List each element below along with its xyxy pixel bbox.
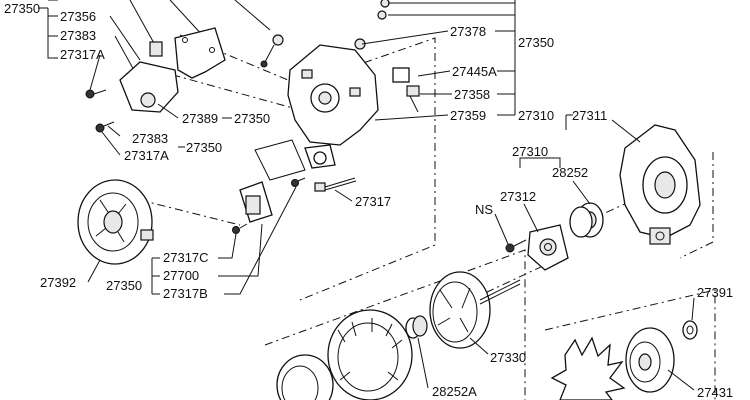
bracket-27350-tr <box>388 0 516 115</box>
boundary-pulley-group <box>544 289 716 400</box>
leader <box>469 337 489 355</box>
leader <box>89 54 101 91</box>
callout-28252A: 28252A <box>432 384 477 399</box>
leader <box>107 125 121 137</box>
leader <box>611 119 641 143</box>
callout-27310-b: 27310 <box>512 144 548 159</box>
callout-27378: 27378 <box>450 24 486 39</box>
rotor-27330 <box>429 271 521 349</box>
callout-27350-low: 27350 <box>106 278 142 293</box>
retainer-plate-27312 <box>527 224 569 271</box>
centerline-brush <box>154 69 301 111</box>
leader <box>334 189 353 202</box>
brush-holder-boss <box>140 92 156 108</box>
leader <box>494 213 509 245</box>
connector-27445A <box>392 67 420 113</box>
fan-part <box>550 336 626 400</box>
leader <box>691 297 695 321</box>
callout-27312: 27312 <box>500 189 536 204</box>
nut-27378 <box>354 0 390 50</box>
leader <box>218 233 237 259</box>
callout-27358: 27358 <box>454 87 490 102</box>
callout-27391: 27391 <box>697 285 733 300</box>
leader <box>101 131 121 156</box>
rear-housing-part <box>287 44 379 169</box>
callout-27330: 27330 <box>490 350 526 365</box>
screw-27317A-top <box>85 89 107 99</box>
callout-27317A-a: 27317A <box>60 47 105 62</box>
nut-27391 <box>682 320 698 340</box>
leader <box>218 223 263 277</box>
bearing-28252A <box>405 315 428 339</box>
rear-cover-27392 <box>77 179 154 265</box>
brush-cover-plate <box>174 27 226 79</box>
front-housing-27311 <box>619 124 701 245</box>
leader <box>157 103 179 119</box>
leader <box>374 114 449 121</box>
callout-27317B: 27317B <box>163 286 208 301</box>
leader <box>114 35 136 73</box>
centerline-cover <box>139 199 241 226</box>
callout-27359: 27359 <box>450 108 486 123</box>
leader <box>361 30 449 45</box>
centerline-rotor <box>469 257 561 301</box>
stator-part <box>327 309 413 400</box>
callout-NS: NS <box>475 202 493 217</box>
bearing-28252 <box>569 202 604 238</box>
callout-27317: 27317 <box>355 194 391 209</box>
screw-top-center <box>260 34 284 68</box>
brush-part <box>149 41 163 57</box>
boundary-stator-group <box>264 249 526 400</box>
brush-holder-part <box>119 61 179 113</box>
callout-27350-389: 27350 <box>234 111 270 126</box>
callout-27389: 27389 <box>182 111 218 126</box>
bolt-27317 <box>314 177 357 192</box>
callout-27392: 27392 <box>40 275 76 290</box>
boundary-rear-housing <box>179 34 436 301</box>
pulley-27431 <box>625 327 675 393</box>
callout-27350-mid: 27350 <box>186 140 222 155</box>
voltage-regulator-27700 <box>239 181 273 223</box>
bracket-27310-b <box>519 157 561 168</box>
callout-28252: 28252 <box>552 165 588 180</box>
bracket-27350-low <box>151 257 160 295</box>
screw-27317B <box>291 177 306 187</box>
callout-27383-a: 27383 <box>60 28 96 43</box>
leader <box>523 203 539 233</box>
leader <box>572 180 591 205</box>
callout-27310-a: 27310 <box>518 108 554 123</box>
callout-27317A-b: 27317A <box>124 148 169 163</box>
callout-27383-b: 27383 <box>132 131 168 146</box>
callout-27311: 27311 <box>572 108 607 123</box>
screw-NS <box>505 239 527 253</box>
bracket-27350-tl <box>47 8 58 59</box>
callout-27356: 27356 <box>60 9 96 24</box>
callout-27431: 27431 <box>697 385 733 400</box>
screw-27317A-mid <box>95 121 115 133</box>
pulley-part <box>276 354 334 400</box>
callout-27350-tl: 27350 <box>4 1 40 16</box>
callout-27317C: 27317C <box>163 250 209 265</box>
leader <box>667 369 695 391</box>
regulator-outline <box>254 139 306 181</box>
callout-27445A: 27445A <box>452 64 497 79</box>
boundary-front-housing <box>679 152 714 259</box>
leader <box>87 259 101 283</box>
leader <box>417 337 429 389</box>
screw-27317C <box>232 223 248 234</box>
callout-27700: 27700 <box>163 268 199 283</box>
leader <box>224 186 297 295</box>
leader <box>417 70 451 77</box>
callout-27350-tr: 27350 <box>518 35 554 50</box>
leader <box>109 15 141 61</box>
leader <box>565 114 573 130</box>
